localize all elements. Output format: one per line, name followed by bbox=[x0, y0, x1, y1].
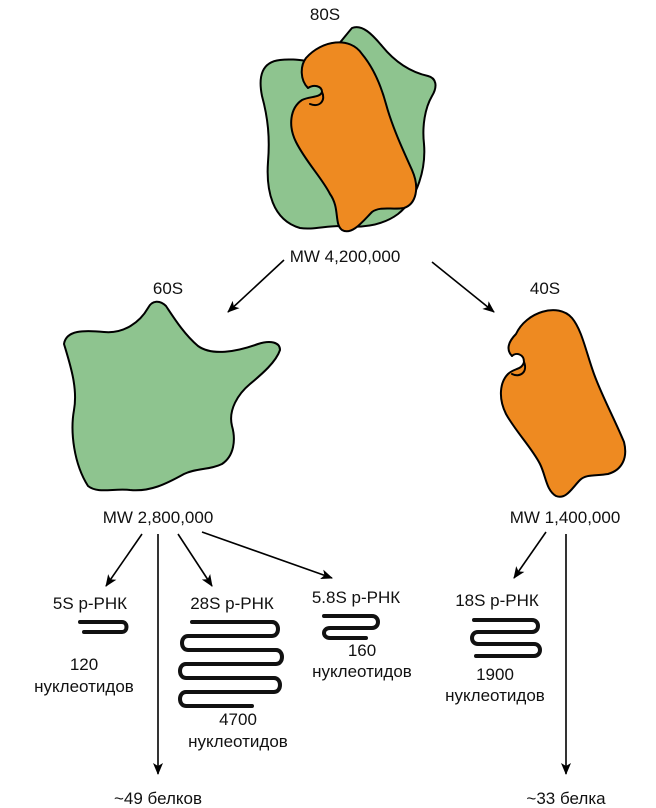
rna-5-8s-name: 5.8S р-РНК bbox=[312, 588, 400, 607]
rna-5s-strand bbox=[78, 620, 129, 634]
large-subunit-proteins: ~49 белков bbox=[114, 789, 202, 808]
arrow-40s-to-18s bbox=[513, 531, 547, 579]
large-subunit-mw: MW 2,800,000 bbox=[103, 508, 214, 527]
arrow-60s-to-5-8s bbox=[201, 531, 333, 580]
rna-18s-length-unit: нуклеотидов bbox=[445, 686, 545, 705]
small-subunit-cleft-80s bbox=[309, 91, 325, 106]
rna-5s-length-number: 120 bbox=[70, 655, 98, 674]
rna-5s-length-unit: нуклеотидов bbox=[34, 677, 134, 696]
ribosome-80s-title: 80S bbox=[310, 5, 340, 24]
rna-5-8s-strand bbox=[322, 614, 380, 640]
small-subunit-shape bbox=[500, 309, 627, 498]
ribosome-80s-mw: MW 4,200,000 bbox=[290, 247, 401, 266]
rna-5s-name: 5S р-РНК bbox=[53, 594, 127, 613]
rna-28s-strand bbox=[178, 620, 284, 708]
arrow-80s-to-60s bbox=[227, 259, 285, 313]
arrow-60s-to-28s bbox=[177, 533, 213, 587]
large-subunit-shape bbox=[63, 300, 281, 492]
small-subunit-mw: MW 1,400,000 bbox=[510, 508, 621, 527]
arrow-60s-to-5s bbox=[105, 533, 143, 587]
rna-5-8s-length-number: 160 bbox=[348, 641, 376, 660]
rna-28s-length-number: 4700 bbox=[219, 710, 257, 729]
rna-28s-length-unit: нуклеотидов bbox=[188, 732, 288, 751]
rna-18s-length-number: 1900 bbox=[476, 665, 514, 684]
arrow-80s-to-40s bbox=[431, 261, 495, 313]
small-subunit-cleft bbox=[511, 361, 526, 377]
rna-18s-name: 18S р-РНК bbox=[455, 591, 539, 610]
rna-18s-strand bbox=[470, 618, 542, 658]
rna-28s-name: 28S р-РНК bbox=[190, 594, 274, 613]
large-subunit-title: 60S bbox=[153, 279, 183, 298]
small-subunit-title: 40S bbox=[530, 279, 560, 298]
small-subunit-proteins: ~33 белка bbox=[526, 789, 606, 808]
ribosome-80s-shape bbox=[259, 26, 437, 233]
rna-5-8s-length-unit: нуклеотидов bbox=[312, 662, 412, 681]
